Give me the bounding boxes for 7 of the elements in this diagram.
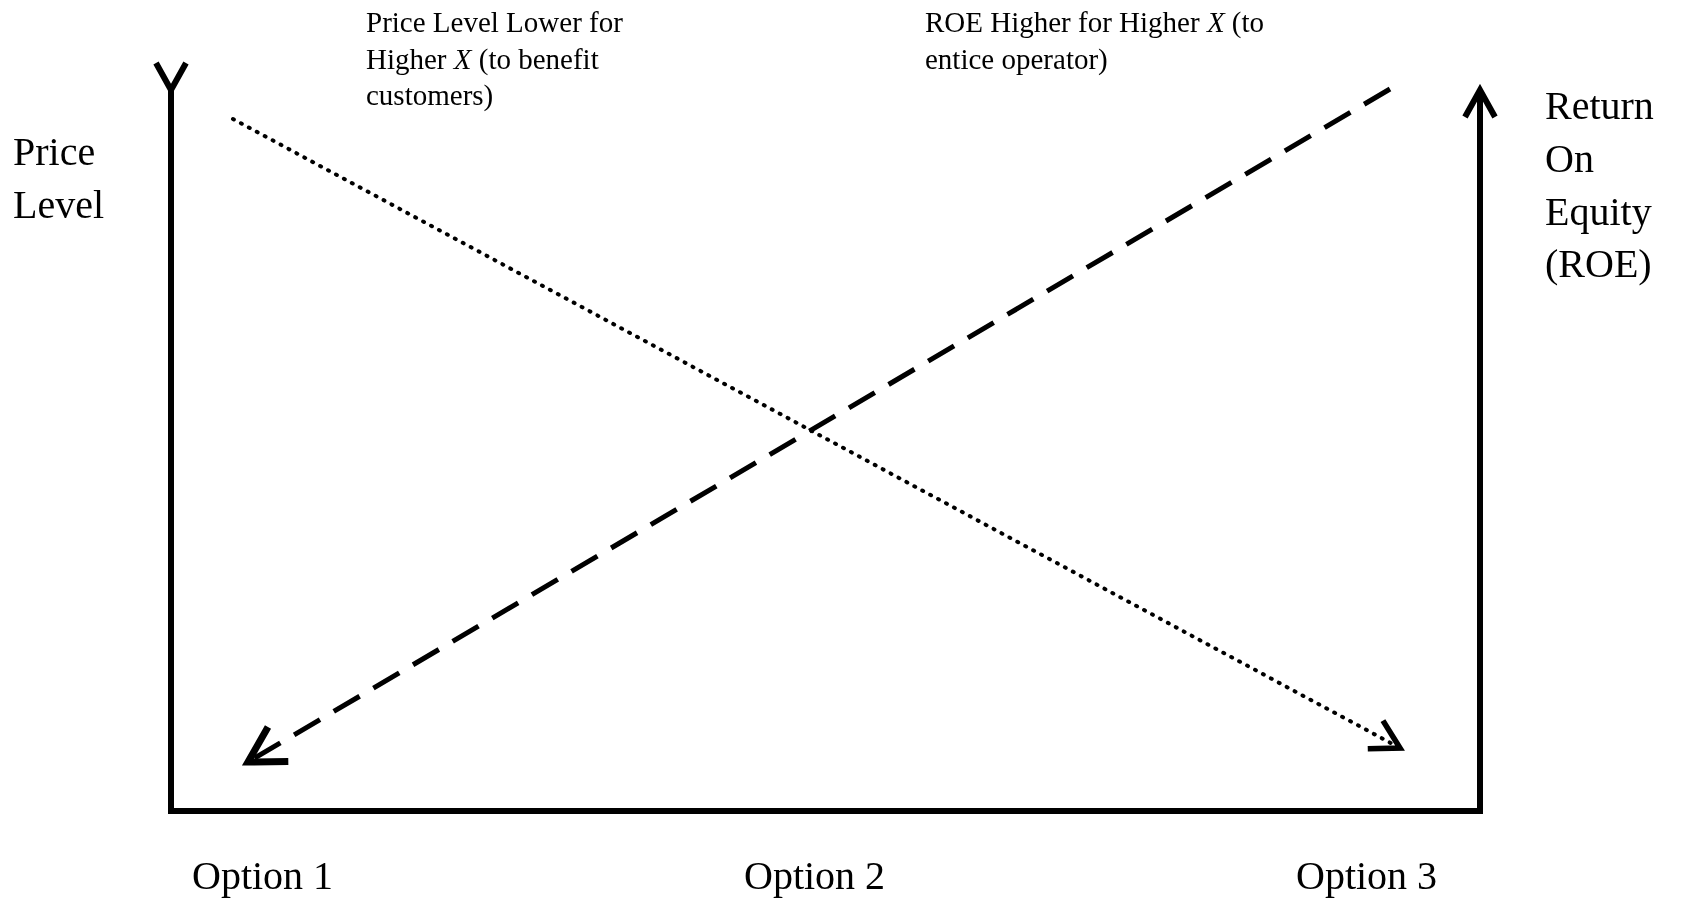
axis-title: Price Level — [13, 128, 106, 229]
category-label: Option 1 — [192, 852, 334, 900]
category-label: Option 3 — [1296, 852, 1438, 900]
annotation-text: ROE Higher for Higher X (to entice operator) — [925, 5, 1265, 77]
axis-title: Return On Equity (ROE) — [1545, 82, 1655, 289]
category-label: Option 2 — [744, 852, 886, 900]
annotation-text: Price Level Lower for Higher X (to benefit customers) — [366, 5, 624, 114]
